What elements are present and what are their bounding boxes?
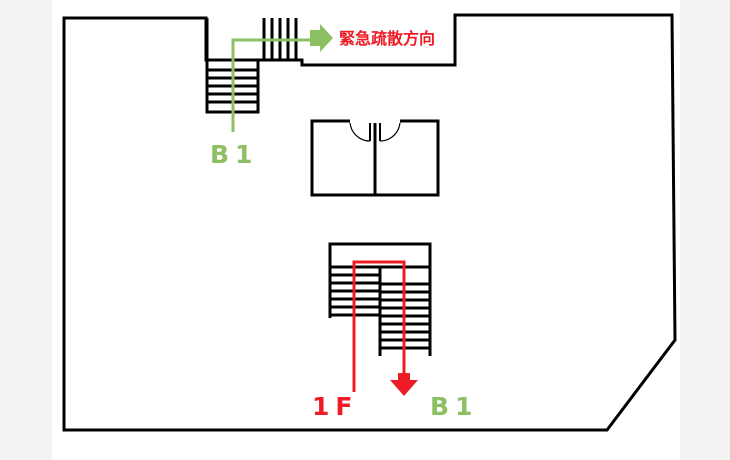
bottom-stair-from-label: 1F [312,392,358,421]
top-staircase [205,18,302,114]
center-room [310,119,440,197]
bottom-red-route [352,260,418,396]
top-stair-floor-label: B1 [210,140,258,169]
right-side-band [680,0,730,460]
left-side-band [0,0,52,460]
down-arrow-icon [390,373,418,396]
exit-arrow-icon [310,24,333,52]
exit-direction-label: 緊急疏散方向 [339,29,435,48]
building-outline [62,13,677,432]
top-green-route [231,24,333,132]
bottom-stair-to-label: B1 [430,392,478,421]
